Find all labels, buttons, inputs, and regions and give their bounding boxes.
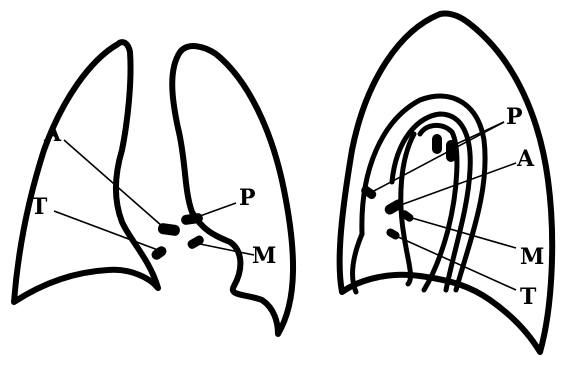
frontal-t-leader	[54, 211, 158, 250]
frontal-label-p: P	[239, 185, 256, 211]
lateral-tricuspid-mark	[385, 227, 401, 241]
frontal-label-m: M	[252, 243, 276, 269]
frontal-label-t: T	[31, 194, 48, 220]
lateral-label-t: T	[520, 284, 537, 310]
left-panel-left-lung-outline	[172, 46, 293, 334]
frontal-mitral-mark	[186, 234, 205, 250]
lateral-label-m: M	[520, 244, 544, 270]
lateral-view: P A M T	[340, 13, 553, 352]
frontal-m-leader	[200, 244, 254, 255]
frontal-view: A T P M	[14, 42, 293, 334]
frontal-label-a: A	[43, 121, 62, 147]
lateral-label-a: A	[516, 146, 535, 172]
frontal-p-leader	[200, 203, 236, 216]
lateral-pulmonic-mark-1	[432, 134, 442, 154]
frontal-tricuspid-mark	[150, 244, 169, 261]
left-panel-right-lung-outline	[14, 42, 158, 302]
ventricle-curve	[401, 134, 414, 284]
lateral-label-p: P	[506, 104, 523, 130]
frontal-a-leader	[64, 140, 162, 226]
